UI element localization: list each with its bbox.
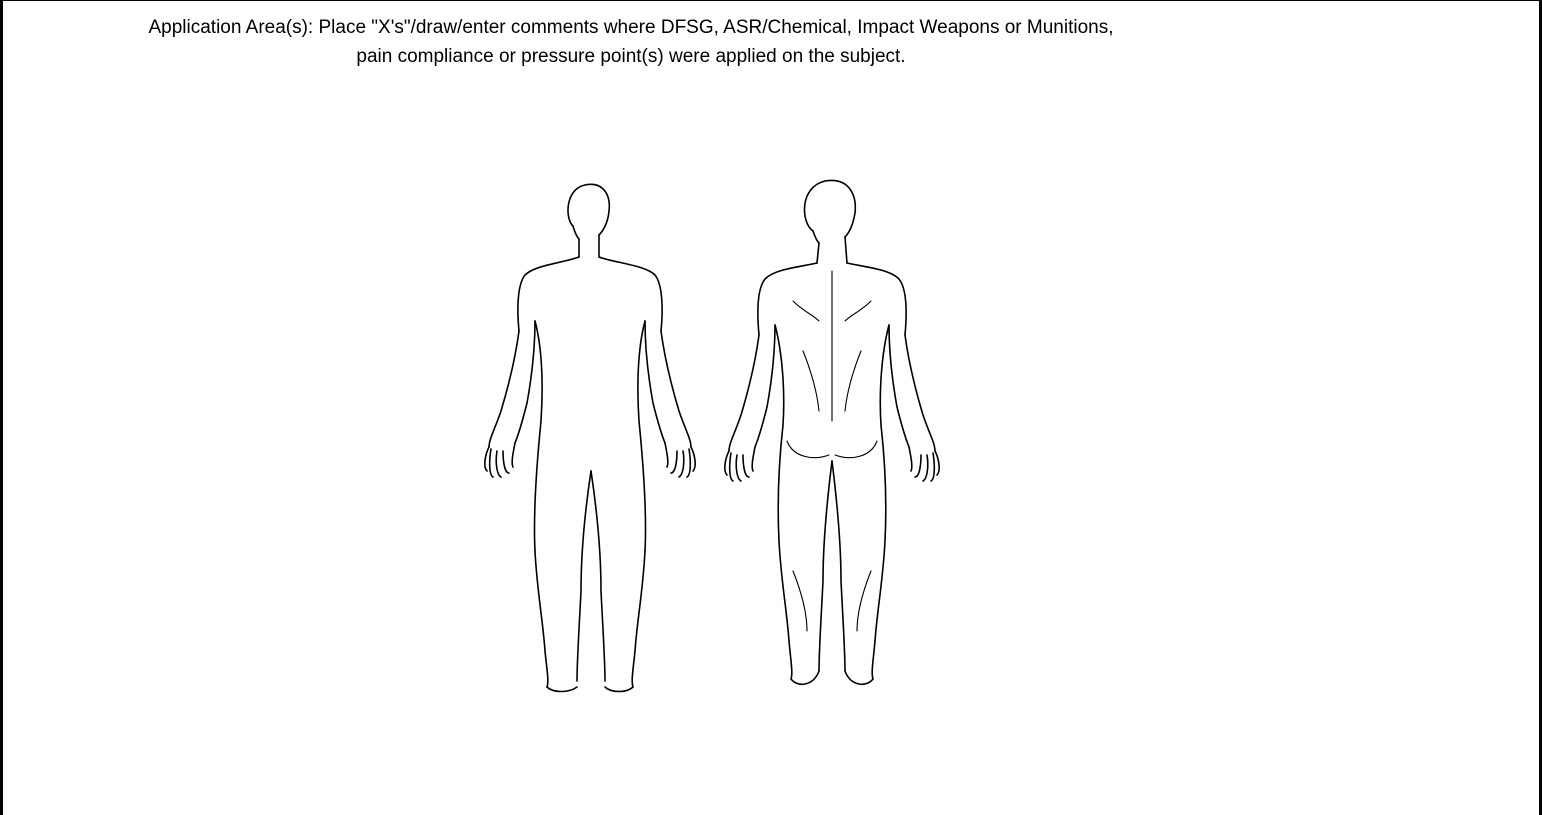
back-body-figure xyxy=(725,180,939,684)
instruction-line-2: pain compliance or pressure point(s) wer… xyxy=(6,42,1256,71)
body-diagram-drawing-area[interactable] xyxy=(473,171,963,701)
instruction-line-1: Application Area(s): Place "X's"/draw/en… xyxy=(6,13,1256,42)
front-body-figure xyxy=(485,184,695,691)
application-area-instructions: Application Area(s): Place "X's"/draw/en… xyxy=(6,13,1256,71)
